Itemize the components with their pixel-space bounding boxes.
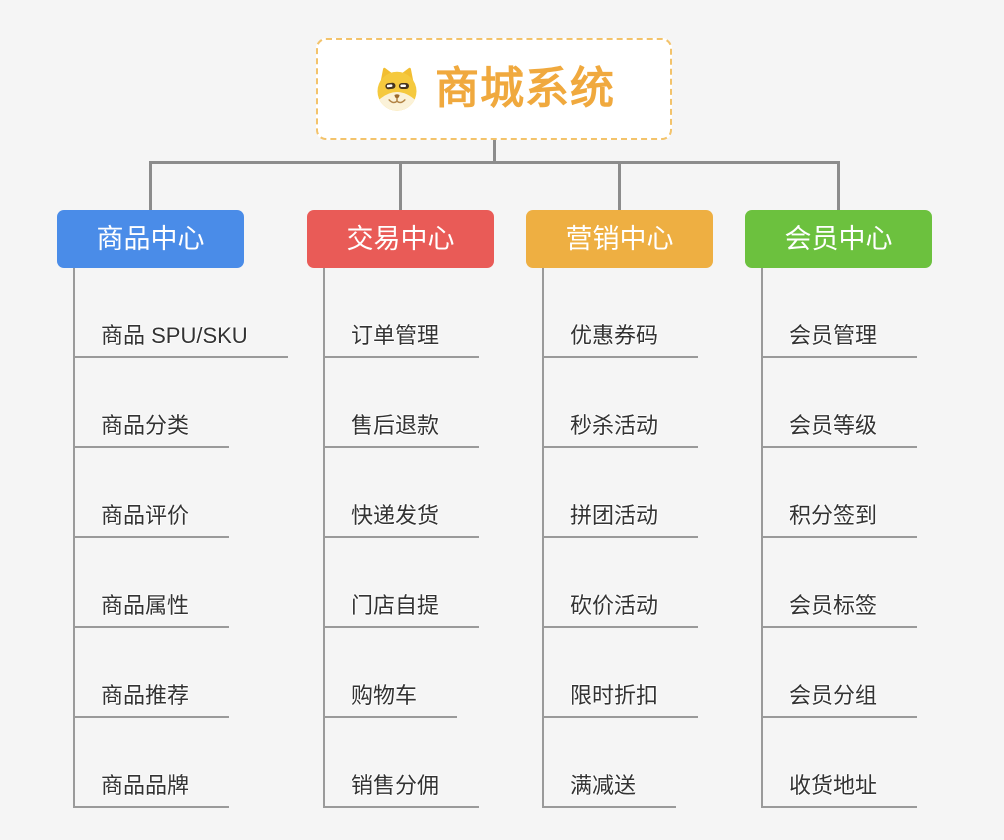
connector-branch-stub [617,161,621,210]
connector-bus [148,161,840,164]
connector-root-stub [492,140,496,164]
branch-label: 营销中心 [565,223,674,254]
leaf-label: 会员等级 [761,408,918,448]
branch-node-product-center[interactable]: 商品中心 [57,210,244,268]
leaf-node[interactable]: 收货地址 [761,718,918,808]
leaf-node[interactable]: 商品评价 [73,448,288,538]
leaf-label: 会员管理 [761,318,918,358]
branch-label: 交易中心 [346,223,455,254]
leaf-node[interactable]: 商品品牌 [73,718,288,808]
leaf-node[interactable]: 订单管理 [323,268,480,358]
branch-children-trade-center: 订单管理售后退款快递发货门店自提购物车销售分佣 [323,268,480,808]
leaf-node[interactable]: 优惠券码 [542,268,699,358]
leaf-label: 会员标签 [761,588,918,628]
leaf-label: 快递发货 [323,498,480,538]
leaf-node[interactable]: 会员分组 [761,628,918,718]
leaf-label: 订单管理 [323,318,480,358]
leaf-node[interactable]: 秒杀活动 [542,358,699,448]
connector-branch-stub [148,161,152,210]
leaf-label: 门店自提 [323,588,480,628]
connector-branch-stub [836,161,840,210]
leaf-node[interactable]: 售后退款 [323,358,480,448]
leaf-label: 积分签到 [761,498,918,538]
leaf-label: 销售分佣 [323,768,480,808]
leaf-node[interactable]: 快递发货 [323,448,480,538]
leaf-node[interactable]: 商品属性 [73,538,288,628]
leaf-node[interactable]: 销售分佣 [323,718,480,808]
branch-children-member-center: 会员管理会员等级积分签到会员标签会员分组收货地址 [761,268,918,808]
branch-label: 会员中心 [784,223,893,254]
leaf-label: 会员分组 [761,678,918,718]
leaf-label: 优惠券码 [542,318,699,358]
leaf-node[interactable]: 会员标签 [761,538,918,628]
leaf-label: 商品属性 [73,588,230,628]
leaf-node[interactable]: 商品 SPU/SKU [73,268,288,358]
leaf-node[interactable]: 积分签到 [761,448,918,538]
leaf-node[interactable]: 商品分类 [73,358,288,448]
leaf-label: 满减送 [542,768,677,808]
branch-node-trade-center[interactable]: 交易中心 [307,210,494,268]
leaf-label: 收货地址 [761,768,918,808]
leaf-node[interactable]: 购物车 [323,628,479,718]
root-node[interactable]: 商城系统 [316,38,672,140]
branch-children-product-center: 商品 SPU/SKU 商品分类商品评价商品属性商品推荐商品品牌 [73,268,288,808]
leaf-label: 售后退款 [323,408,480,448]
leaf-label: 商品品牌 [73,768,230,808]
leaf-node[interactable]: 拼团活动 [542,448,699,538]
leaf-node[interactable]: 商品推荐 [73,628,288,718]
leaf-label: 商品 SPU/SKU [73,318,288,358]
leaf-node[interactable]: 限时折扣 [542,628,699,718]
branch-children-marketing-center: 优惠券码秒杀活动拼团活动砍价活动限时折扣满减送 [542,268,699,808]
leaf-label: 砍价活动 [542,588,699,628]
leaf-node[interactable]: 砍价活动 [542,538,699,628]
leaf-node[interactable]: 满减送 [542,718,698,808]
leaf-label: 商品分类 [73,408,230,448]
leaf-label: 商品推荐 [73,678,230,718]
leaf-label: 拼团活动 [542,498,699,538]
leaf-label: 限时折扣 [542,678,699,718]
dog-face-icon [373,65,421,113]
leaf-label: 购物车 [323,678,458,718]
root-title: 商城系统 [435,64,615,113]
leaf-label: 商品评价 [73,498,230,538]
branch-label: 商品中心 [96,223,205,254]
leaf-node[interactable]: 会员等级 [761,358,918,448]
branch-node-member-center[interactable]: 会员中心 [745,210,932,268]
leaf-node[interactable]: 会员管理 [761,268,918,358]
branch-node-marketing-center[interactable]: 营销中心 [526,210,713,268]
leaf-node[interactable]: 门店自提 [323,538,480,628]
connector-branch-stub [398,161,402,210]
leaf-label: 秒杀活动 [542,408,699,448]
